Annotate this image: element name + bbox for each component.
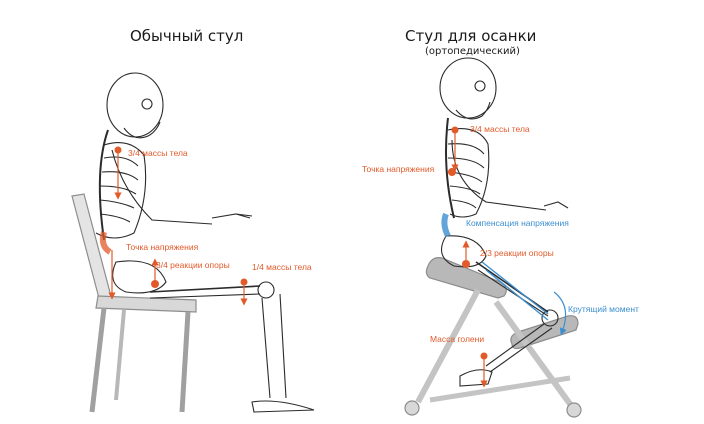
skeleton-figure-right [439, 57, 569, 387]
skeleton-figure-left [95, 72, 315, 413]
right-compensation-label: Компенсация напряжения [466, 218, 569, 228]
left-body-mass-label: 3/4 массы тела [128, 148, 188, 158]
right-title: Стул для осанки [405, 27, 537, 45]
right-subtitle: (ортопедический) [425, 46, 520, 57]
force-markers-right [441, 126, 567, 388]
left-support-reaction-label: 3/4 реакции опоры [156, 260, 230, 270]
kneeling-chair [404, 257, 582, 418]
right-support-reaction-label: 2/3 реакции опоры [480, 248, 554, 258]
right-stress-point-label: Точка напряжения [362, 164, 435, 174]
right-torque-label: Крутящий момент [568, 304, 639, 314]
ordinary-chair [71, 193, 197, 413]
left-stress-point-label: Точка напряжения [126, 242, 199, 252]
left-title: Обычный стул [130, 27, 244, 45]
right-shin-mass-label: Масса голени [430, 334, 485, 344]
left-quarter-mass-label: 1/4 массы тела [252, 262, 312, 272]
right-body-mass-label: 3/4 массы тела [470, 124, 530, 134]
force-markers-left [99, 146, 248, 306]
